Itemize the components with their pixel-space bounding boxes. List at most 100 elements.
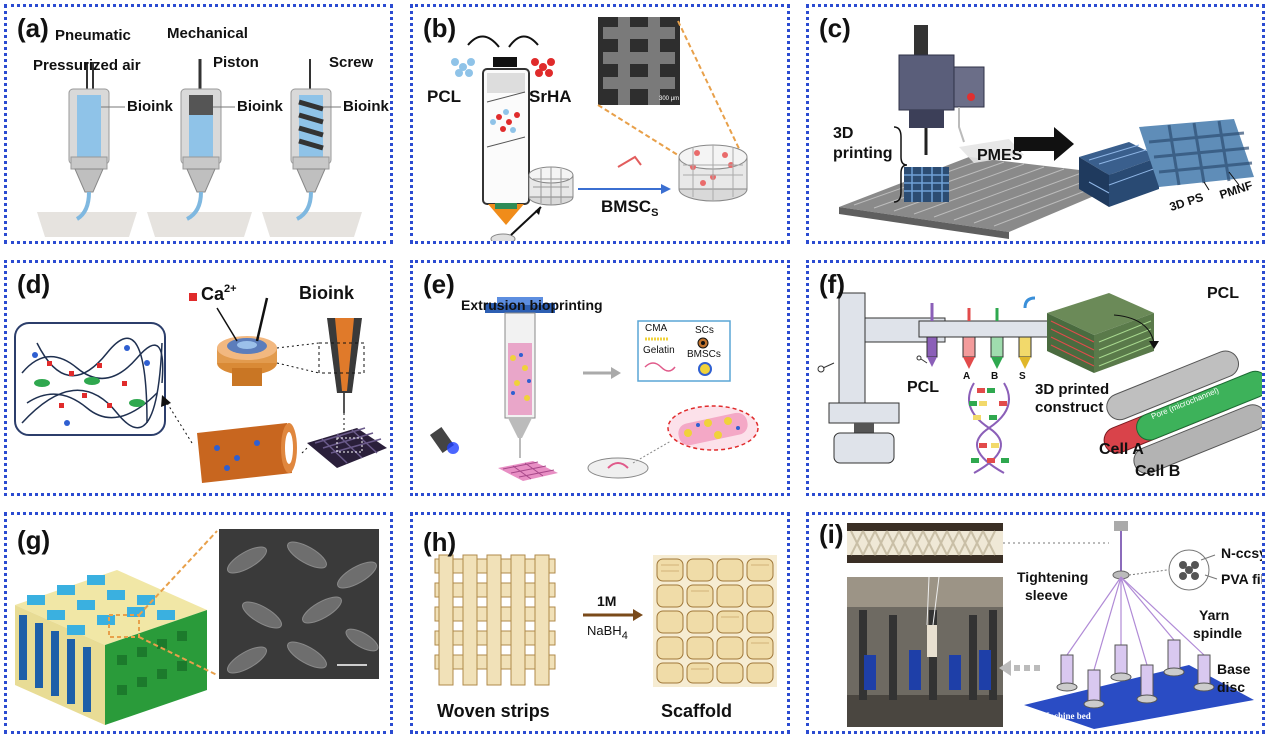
woven-block — [15, 570, 207, 725]
calcium-crosslink-illustration — [14, 297, 387, 483]
printed-lattice — [904, 167, 949, 202]
base-disc-line1: Base — [1217, 661, 1251, 677]
panel-label: (c) — [819, 13, 851, 43]
panel-label: (a) — [17, 13, 49, 43]
piston-label: Piston — [213, 54, 259, 71]
panel-b: 300 μm (b) PCL SrHA BMSCS — [410, 4, 790, 244]
extrusion-bioprinting-illustration — [429, 297, 759, 481]
3d-printing-label-line1: 3D — [833, 125, 854, 142]
srha-label: SrHA — [529, 87, 572, 106]
gelatin-label: Gelatin — [643, 345, 675, 356]
reagent-concentration: 1M — [597, 593, 617, 609]
construct-label-line1: 3D printed — [1035, 381, 1110, 398]
panel-label: (b) — [423, 13, 457, 43]
screw-label: Screw — [329, 54, 374, 71]
panel-h: (h) 1M NaBH4 Woven strips Scaffold — [410, 512, 790, 734]
pva-fiber-label: PVA fiber — [1221, 571, 1262, 587]
3d-printing-label-line2: printing — [833, 145, 893, 162]
extrusion-nozzles-illustration — [37, 59, 362, 237]
braiding-machine-photo — [847, 576, 1003, 727]
panel-d: (d) Ca2+ Bioink — [4, 260, 393, 496]
pcl-srha-scaffold-illustration: 300 μm — [451, 17, 748, 241]
cylinder-pcl-bottom — [1133, 404, 1262, 474]
yarn-spindle-line2: spindle — [1193, 625, 1243, 641]
scs-label: SCs — [695, 325, 714, 336]
printed-lattice — [307, 427, 387, 468]
scaffold-cylinder — [528, 166, 574, 206]
construct-label-line2: construct — [1035, 399, 1104, 416]
woven-strips — [431, 554, 559, 686]
mechanical-nozzle — [180, 59, 222, 221]
multi-nozzle-printing-illustration — [817, 292, 1262, 474]
panel-i: (i) N-ccsy PVA fiber Tightening sleeve Y… — [806, 512, 1265, 734]
braid-photo — [847, 523, 1003, 563]
extrusion-bioprinting-title: Extrusion bioprinting — [461, 297, 603, 313]
panel-label: (f) — [819, 269, 845, 299]
pcl-left-label: PCL — [907, 379, 939, 396]
printed-ladder — [968, 382, 1010, 474]
panel-c: (c) 3D printing PMES 3D PS PMNF — [806, 4, 1265, 244]
bioink-label-1: Bioink — [127, 98, 173, 115]
calcium-label: Ca2+ — [201, 283, 237, 304]
panel-g: (g) — [4, 512, 393, 734]
woven-structure-illustration — [15, 529, 379, 725]
3d-printing-pmes-illustration — [839, 25, 1254, 239]
cell-b-label: Cell B — [1135, 463, 1181, 480]
nozzle-s-label: S — [1019, 371, 1026, 382]
yarn-spindle-line1: Yarn — [1199, 607, 1230, 623]
panel-label: (d) — [17, 269, 51, 299]
braiding-machine-illustration — [847, 521, 1254, 729]
bmscs-label: BMSCs — [687, 349, 721, 360]
coaxial-nozzle — [217, 336, 277, 386]
printed-tube — [197, 423, 297, 483]
bioink-label-2: Bioink — [237, 98, 283, 115]
panel-label: (i) — [819, 519, 844, 549]
woven-sem-image — [219, 529, 379, 679]
cell-a-label: Cell A — [1099, 441, 1144, 458]
woven-strips-label: Woven strips — [437, 701, 550, 721]
panel-label: (g) — [17, 525, 51, 555]
nozzle-a — [962, 308, 976, 369]
scaffold — [653, 555, 777, 687]
pcl-label: PCL — [427, 87, 461, 106]
panel-f: (f) PCL A B S 3D printed construct PCL P… — [806, 260, 1265, 496]
bioink-label-3: Bioink — [343, 98, 389, 115]
nozzle-pcl — [916, 303, 938, 367]
cylinder-pcl-top — [1106, 350, 1240, 421]
nozzle-tip — [327, 318, 362, 413]
panel-e: (e) Extrusion bioprinting CMA SCs Gelati… — [410, 260, 790, 496]
pressurized-air-label: Pressurized air — [33, 57, 141, 74]
pneumatic-label: Pneumatic — [55, 27, 131, 44]
panel-a: (a) Pneumatic Mechanical Pressurized air… — [4, 4, 393, 244]
cell-seeded-scaffold — [678, 144, 748, 202]
scale-bar-text: 300 μm — [659, 96, 679, 102]
pmnf-sheet — [1139, 119, 1254, 187]
nozzle-s — [1018, 296, 1036, 369]
cylinder-cell-b — [1136, 370, 1262, 441]
scaffold-label: Scaffold — [661, 701, 733, 721]
panel-label: (h) — [423, 527, 457, 557]
yarn-spindles — [1056, 639, 1215, 709]
pmes-label: PMES — [977, 147, 1023, 164]
nozzle-a-label: A — [963, 371, 971, 382]
tightening-sleeve-line1: Tightening — [1017, 569, 1089, 585]
mechanical-label: Mechanical — [167, 25, 248, 42]
tightening-sleeve-line2: sleeve — [1025, 587, 1068, 603]
machine-bed-label: Machine bed — [1041, 711, 1091, 721]
base-disc-line2: disc — [1217, 679, 1246, 695]
braiding-schematic — [1024, 521, 1254, 729]
pneumatic-nozzle — [68, 62, 110, 221]
reagent-name: NaBH4 — [587, 623, 628, 642]
panel-label: (e) — [423, 269, 455, 299]
bmsc-label: BMSCS — [601, 197, 659, 219]
screw-nozzle — [290, 59, 332, 221]
calcium-marker — [189, 293, 197, 301]
printed-construct — [1047, 293, 1154, 373]
woven-strips-to-scaffold-illustration — [431, 554, 777, 687]
3d-ps-cube — [1079, 142, 1160, 207]
cma-label: CMA — [645, 323, 668, 334]
bioink-label: Bioink — [299, 283, 355, 303]
nozzle-b-label: B — [991, 371, 999, 382]
nccsy-label: N-ccsy — [1221, 545, 1265, 561]
pcl-right-label: PCL — [1207, 285, 1239, 302]
